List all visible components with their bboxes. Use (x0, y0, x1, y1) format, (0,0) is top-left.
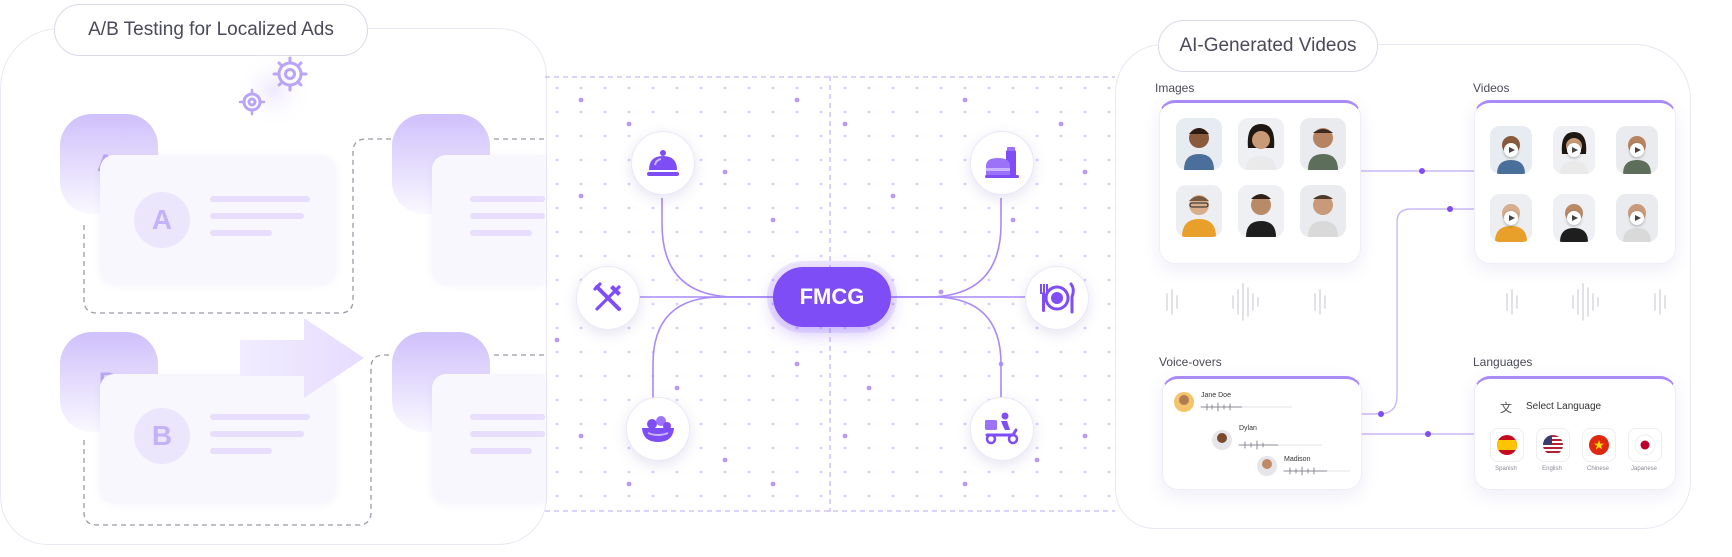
delivery-scooter-icon (970, 397, 1034, 461)
language-label: Japanese (1630, 466, 1658, 472)
text-line (470, 196, 545, 202)
gears-icon (234, 50, 314, 126)
ai-videos-title: AI-Generated Videos (1158, 20, 1378, 72)
person-image (1176, 118, 1222, 170)
play-icon[interactable] (1630, 143, 1644, 157)
person-image (1176, 185, 1222, 237)
video-thumbnail[interactable] (1616, 126, 1658, 174)
text-line (210, 196, 310, 202)
text-line (470, 213, 545, 219)
text-line (470, 448, 532, 454)
play-icon[interactable] (1567, 143, 1581, 157)
languages-label: Languages (1473, 355, 1533, 369)
video-thumbnail[interactable] (1553, 194, 1595, 242)
voice-name: Jane Doe (1201, 392, 1231, 399)
spain-flag-icon[interactable] (1490, 428, 1524, 462)
play-icon[interactable] (1630, 211, 1644, 225)
voiceover-rows (1174, 392, 1350, 476)
cloche-icon (631, 131, 695, 195)
text-line (470, 414, 545, 420)
translate-icon: 文 (1500, 401, 1513, 415)
text-line (470, 431, 545, 437)
plate-dining-icon (1025, 266, 1089, 330)
ai-connector-lines (1166, 168, 1666, 437)
text-line (210, 230, 272, 236)
ab-connector-lines (83, 138, 545, 526)
language-label: Chinese (1586, 466, 1609, 472)
language-label: Spanish (1495, 466, 1517, 472)
voice-name: Dylan (1239, 425, 1257, 432)
person-image (1238, 118, 1284, 170)
fmcg-hub: FMCG (773, 267, 891, 327)
variant-a-avatar: A (134, 192, 190, 248)
play-icon[interactable] (1567, 211, 1581, 225)
select-language-label[interactable]: Select Language (1526, 401, 1602, 412)
text-line (210, 448, 272, 454)
ab-testing-title: A/B Testing for Localized Ads (54, 4, 368, 56)
language-label: English (1542, 466, 1562, 472)
person-image (1238, 185, 1284, 237)
video-thumbnail[interactable] (1490, 126, 1532, 174)
play-icon[interactable] (1504, 143, 1518, 157)
video-thumbnail[interactable] (1616, 194, 1658, 242)
videos-label: Videos (1473, 81, 1510, 95)
text-line (210, 414, 310, 420)
video-thumbnail[interactable] (1490, 194, 1532, 242)
person-image (1300, 118, 1346, 170)
voice-name: Madison (1284, 456, 1311, 463)
china-flag-icon[interactable] (1582, 428, 1616, 462)
arrow-right-icon (240, 318, 364, 398)
target-a-card (432, 155, 545, 283)
cutlery-icon (576, 266, 640, 330)
groceries-icon (970, 131, 1034, 195)
video-thumbnail[interactable] (1553, 126, 1595, 174)
text-line (470, 230, 532, 236)
usa-flag-icon[interactable] (1536, 428, 1570, 462)
play-icon[interactable] (1504, 211, 1518, 225)
person-image (1300, 185, 1346, 237)
text-line (210, 431, 304, 437)
images-label: Images (1155, 81, 1195, 95)
voiceovers-label: Voice-overs (1159, 355, 1222, 369)
text-line (210, 213, 304, 219)
japan-flag-icon[interactable] (1628, 428, 1662, 462)
variant-b-avatar: B (134, 408, 190, 464)
salad-bowl-icon (626, 397, 690, 461)
target-b-card (432, 374, 545, 502)
